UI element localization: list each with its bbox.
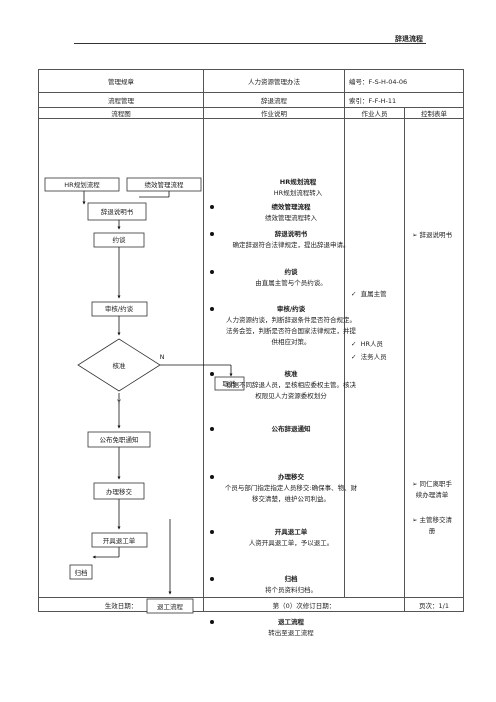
step-hr-plan: HR规划流程 HR规划流程转入 xyxy=(224,177,372,199)
col-flowchart: 流程图 xyxy=(38,107,204,119)
step-archive: 归档 将个员资料归档。 xyxy=(210,574,358,596)
step-title: 退工流程 xyxy=(278,618,304,626)
bullet-icon xyxy=(210,530,214,534)
bullet-icon xyxy=(210,620,214,624)
step-body: 由直属主管与个员约谈。 xyxy=(255,279,327,287)
step-body: 个员与部门指定指定人员移交:确保事、物、财移交清楚，维护公司利益。 xyxy=(224,484,358,503)
form-handover-list: ➢ 主管移交清册 xyxy=(411,516,452,535)
dept-label: 人力资源管理办法 xyxy=(203,69,345,93)
doc-index: 索引：F-F-H-11 xyxy=(344,92,464,108)
y-label: Y xyxy=(116,398,121,406)
step-notice: 公布辞退通知 xyxy=(210,424,358,435)
step-body: 人资开具退工单，予以退工。 xyxy=(248,539,334,547)
step-title: 辞退说明书 xyxy=(274,230,308,238)
approve-text: 核准 xyxy=(113,361,127,370)
step-resign-note: 辞退说明书 确定辞退符合法律规定，提出辞退申请。 xyxy=(210,229,358,251)
cancel-box xyxy=(214,376,245,391)
cancel-text: 取消 xyxy=(223,379,237,388)
exit-flow-text: 退工流程 xyxy=(157,602,184,611)
form-leave-checklist: ➢ 同仁离职手续办理清单 xyxy=(411,480,452,499)
talk-box xyxy=(93,232,145,248)
header-title: 辞退流程 xyxy=(395,35,423,43)
step-title: 绩效管理流程 xyxy=(271,203,311,211)
bullet-icon xyxy=(210,372,214,376)
bullet-icon xyxy=(210,232,214,236)
perf-mgmt-box xyxy=(126,177,202,192)
handover-box xyxy=(93,482,145,500)
step-body: 将个员资料归档。 xyxy=(265,586,317,594)
step-title: 公布辞退通知 xyxy=(271,425,311,433)
step-title: 约谈 xyxy=(284,268,298,276)
bullet-icon xyxy=(210,270,214,274)
bullet-icon xyxy=(210,205,214,209)
flowchart-cell: HR规划流程 绩效管理流程 辞退说明书 约谈 审核/约谈 核准 N Y 取消 公… xyxy=(38,118,245,614)
step-handover: 办理移交 个员与部门指定指定人员移交:确保事、物、财移交清楚，维护公司利益。 xyxy=(210,472,358,505)
step-title: 审核/约谈 xyxy=(276,305,306,313)
step-exit-flow: 退工流程 转出至退工流程 xyxy=(210,617,358,639)
step-body: 人力资源约谈，判断辞退条件是否符合规定。法务会签，判断是否符合国家法律规定，并提… xyxy=(226,316,356,346)
step-title: 办理移交 xyxy=(278,473,304,481)
col-forms: 控制表单 xyxy=(404,107,464,119)
step-exit-form: 开具退工单 人资开具退工单，予以退工。 xyxy=(210,527,358,549)
step-body: 转出至退工流程 xyxy=(268,629,314,637)
flow-name: 辞退流程 xyxy=(203,92,345,108)
step-body: 绩效管理流程转入 xyxy=(265,214,317,222)
flowchart: HR规划流程 绩效管理流程 辞退说明书 约谈 审核/约谈 核准 N Y 取消 公… xyxy=(44,177,245,614)
step-talk: 约谈 由直属主管与个员约谈。 xyxy=(210,267,358,289)
step-title: 开具退工单 xyxy=(274,528,308,536)
description-cell: HR规划流程 HR规划流程转入 绩效管理流程 绩效管理流程转入 辞退说明书 确定… xyxy=(203,118,357,637)
step-title: HR规划流程 xyxy=(279,178,317,186)
mgmt-label: 管理规章 xyxy=(38,69,204,93)
step-body: 确定辞退符合法律规定，提出辞退申请。 xyxy=(232,241,350,249)
step-perf: 绩效管理流程 绩效管理流程转入 xyxy=(210,202,358,224)
notice-box xyxy=(87,431,151,448)
role-direct-manager: ✓ 直属主管 xyxy=(351,290,387,298)
archive-text: 归档 xyxy=(75,568,88,577)
bullet-icon xyxy=(210,475,214,479)
footer-revision: 第（0）次修订日期： xyxy=(203,597,405,612)
exit-flow-box xyxy=(146,598,194,614)
handover-text: 办理移交 xyxy=(106,487,133,496)
flow-mgmt-label: 流程管理 xyxy=(38,92,204,108)
exit-form-text: 开具退工单 xyxy=(103,536,136,545)
step-title: 核准 xyxy=(284,370,298,378)
n-label: N xyxy=(160,353,165,361)
resign-note-text: 辞退说明书 xyxy=(101,207,134,216)
step-body: 根据不同辞退人员，呈核相应委权主管。核决权限见人力资源委权划分 xyxy=(226,381,356,400)
forms-cell: ➢ 辞退说明书 ➢ 同仁离职手续办理清单 ➢ 主管移交清册 xyxy=(404,118,464,598)
col-roles: 作业人员 xyxy=(344,107,405,119)
form-resign-note: ➢ 辞退说明书 xyxy=(411,231,452,239)
hr-plan-box xyxy=(44,177,120,192)
resign-note-box xyxy=(87,202,147,221)
talk-text: 约谈 xyxy=(113,235,127,244)
col-description: 作业说明 xyxy=(203,107,345,119)
roles-cell: ✓ 直属主管 ✓ HR人员 ✓ 法务人员 xyxy=(344,118,405,598)
exit-form-box xyxy=(91,532,148,548)
approve-diamond xyxy=(77,338,161,392)
role-legal: ✓ 法务人员 xyxy=(351,353,387,361)
header-rule xyxy=(74,43,426,44)
step-body: HR规划流程转入 xyxy=(273,189,323,197)
perf-mgmt-text: 绩效管理流程 xyxy=(145,180,185,189)
review-talk-box xyxy=(91,301,148,317)
archive-box xyxy=(69,564,93,580)
footer-page: 页次：1/1 xyxy=(404,597,464,612)
step-review: 审核/约谈 人力资源约谈，判断辞退条件是否符合规定。法务会签，判断是否符合国家法… xyxy=(210,304,358,348)
step-approve: 核准 根据不同辞退人员，呈核相应委权主管。核决权限见人力资源委权划分 xyxy=(210,369,358,402)
role-hr: ✓ HR人员 xyxy=(351,340,383,348)
bullet-icon xyxy=(210,577,214,581)
bullet-icon xyxy=(210,427,214,431)
bullet-icon xyxy=(210,307,214,311)
notice-text: 公布免职通知 xyxy=(100,435,139,444)
review-talk-text: 审核/约谈 xyxy=(105,304,134,313)
hr-plan-text: HR规划流程 xyxy=(64,180,100,189)
step-title: 归档 xyxy=(284,575,298,583)
procedure-table: 管理规章 人力资源管理办法 编号：F-S-H-04-06 流程管理 辞退流程 索… xyxy=(38,69,464,637)
doc-code: 编号：F-S-H-04-06 xyxy=(344,69,464,93)
